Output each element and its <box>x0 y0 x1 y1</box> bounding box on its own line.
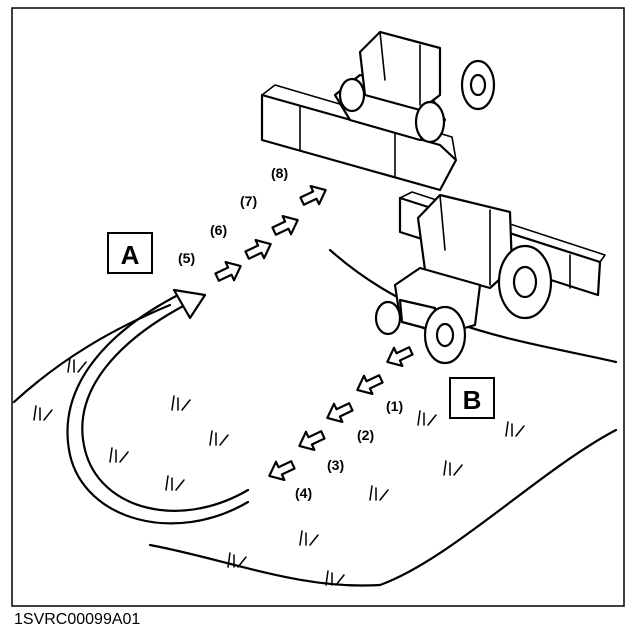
tractor-lower <box>374 191 606 365</box>
figure-caption: 1SVRC00099A01 <box>14 611 140 628</box>
step-label-1: (1) <box>386 398 403 414</box>
step-label-8: (8) <box>271 165 288 181</box>
step-label-5: (5) <box>178 250 195 266</box>
reverse-arrows <box>268 346 414 482</box>
forward-arrow-6 <box>244 238 272 260</box>
reverse-arrow-4 <box>268 460 296 482</box>
step-label-3: (3) <box>327 457 344 473</box>
position-a-box: A <box>107 232 153 274</box>
forward-arrow-8 <box>299 184 327 206</box>
reverse-arrow-2 <box>326 402 354 424</box>
step-label-4: (4) <box>295 485 312 501</box>
position-b-label: B <box>463 385 482 415</box>
step-label-2: (2) <box>357 427 374 443</box>
forward-arrows <box>214 184 327 282</box>
forward-arrow-5 <box>214 260 242 282</box>
reverse-arrow-0 <box>386 346 414 368</box>
grass-tufts <box>33 357 525 586</box>
step-label-6: (6) <box>210 222 227 238</box>
step-label-7: (7) <box>240 193 257 209</box>
u-turn-arrow <box>66 288 250 525</box>
tractor-upper <box>260 30 496 192</box>
field-front-edge <box>148 428 618 587</box>
position-a-label: A <box>121 240 140 270</box>
field-boundary <box>12 248 618 404</box>
forward-arrow-7 <box>271 214 299 236</box>
position-b-box: B <box>449 377 495 419</box>
reverse-arrow-3 <box>298 430 326 452</box>
figure-frame <box>11 7 625 607</box>
reverse-arrow-1 <box>356 374 384 396</box>
